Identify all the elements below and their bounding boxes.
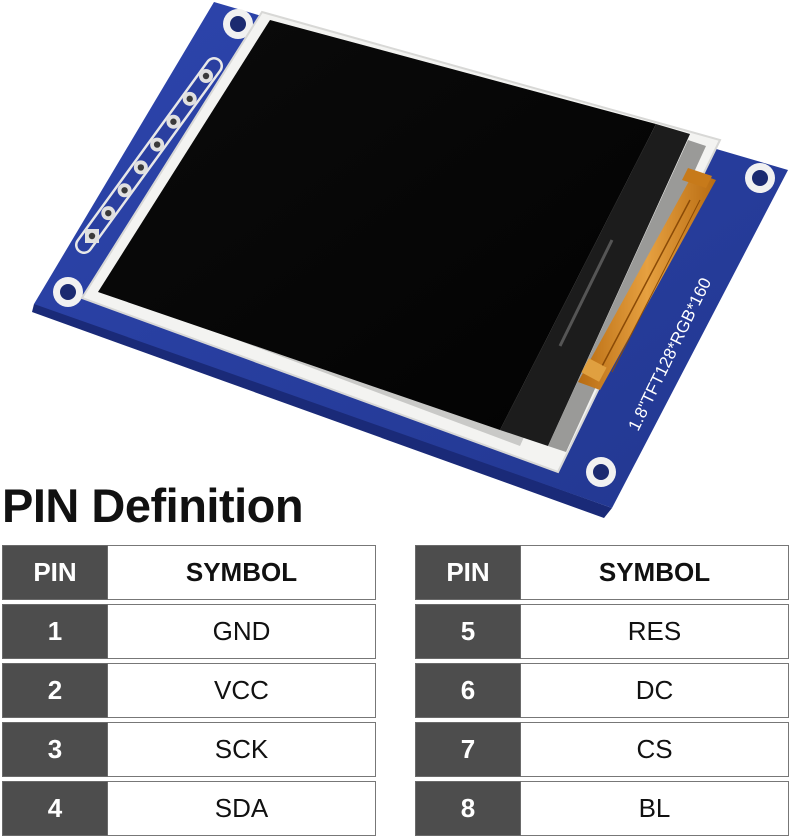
- pin-number: 6: [415, 663, 521, 718]
- symbol-column-header: SYMBOL: [108, 545, 376, 600]
- header-pin-hole: [202, 72, 210, 80]
- pin-symbol: BL: [521, 781, 789, 836]
- page-title: PIN Definition: [2, 479, 304, 532]
- table-header-row: PIN SYMBOL: [2, 545, 376, 600]
- table-row: 5 RES: [415, 604, 789, 659]
- mounting-hole-bottom-left: [53, 277, 83, 307]
- glass-edge: [500, 124, 690, 446]
- pin-symbol: CS: [521, 722, 789, 777]
- pin-number: 3: [2, 722, 108, 777]
- pin-column-header: PIN: [415, 545, 521, 600]
- pin-number: 2: [2, 663, 108, 718]
- pin-symbol: RES: [521, 604, 789, 659]
- header-pin-hole: [186, 95, 193, 103]
- table-row: 2 VCC: [2, 663, 376, 718]
- pin-table-right: PIN SYMBOL 5 RES 6 DC 7 CS 8 BL: [415, 541, 789, 840]
- lcd-screen: [98, 20, 656, 430]
- table-row: 8 BL: [415, 781, 789, 836]
- header-pin-hole: [88, 232, 96, 240]
- pin-symbol: SDA: [108, 781, 376, 836]
- header-pin-hole: [105, 209, 112, 217]
- mounting-hole-bottom-right: [586, 457, 616, 487]
- mounting-hole-top-left: [223, 9, 253, 39]
- mounting-hole-top-right: [745, 163, 775, 193]
- tft-module-illustration: 1.8"TFT128*RGB*160: [32, 2, 788, 518]
- pin-symbol: DC: [521, 663, 789, 718]
- pin-number: 7: [415, 722, 521, 777]
- pin-symbol: SCK: [108, 722, 376, 777]
- pin-table-left: PIN SYMBOL 1 GND 2 VCC 3 SCK 4 SDA: [2, 541, 376, 840]
- pcb-edge: [32, 304, 612, 518]
- table-row: 4 SDA: [2, 781, 376, 836]
- pin-symbol: GND: [108, 604, 376, 659]
- table-row: 1 GND: [2, 604, 376, 659]
- flex-cable: [578, 168, 716, 390]
- table-header-row: PIN SYMBOL: [415, 545, 789, 600]
- pin-number: 5: [415, 604, 521, 659]
- symbol-column-header: SYMBOL: [521, 545, 789, 600]
- table-row: 3 SCK: [2, 722, 376, 777]
- header-pin-hole: [153, 141, 161, 148]
- table-row: 7 CS: [415, 722, 789, 777]
- pin-symbol: VCC: [108, 663, 376, 718]
- pin-number: 1: [2, 604, 108, 659]
- header-pin-row: [75, 57, 223, 254]
- header-pin-hole: [170, 118, 177, 125]
- table-row: 6 DC: [415, 663, 789, 718]
- header-pin-hole: [137, 164, 145, 171]
- pin-number: 4: [2, 781, 108, 836]
- pin-column-header: PIN: [2, 545, 108, 600]
- header-pin-hole: [121, 187, 128, 194]
- pin-number: 8: [415, 781, 521, 836]
